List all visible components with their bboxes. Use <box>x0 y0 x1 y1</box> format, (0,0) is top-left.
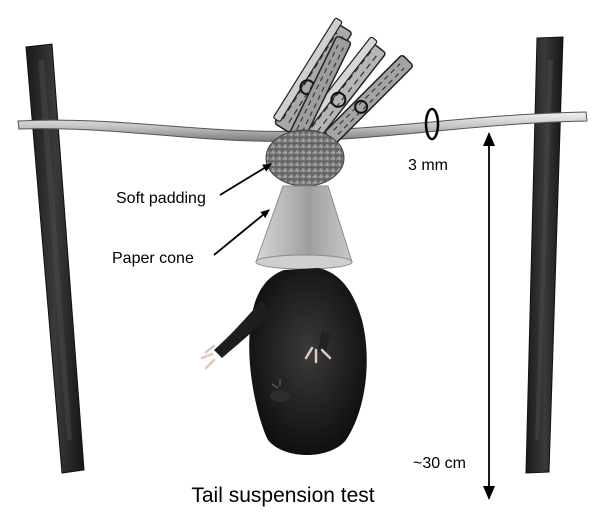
bar-diameter-label: 3 mm <box>408 157 448 174</box>
paper-cone-arrow <box>213 209 270 256</box>
height-label: ~30 cm <box>413 455 466 472</box>
paper-cone <box>255 185 353 270</box>
paper-cone-label: Paper cone <box>112 250 194 267</box>
figure-title: Tail suspension test <box>191 484 375 507</box>
left-post <box>25 43 85 474</box>
right-post <box>525 36 564 474</box>
suspension-bar <box>17 111 588 142</box>
clothespin-clips <box>273 17 413 144</box>
height-dimension-arrow <box>483 132 495 500</box>
soft-padding-label: Soft padding <box>116 190 206 207</box>
soft-padding-arrow <box>219 163 272 196</box>
bar-diameter-ring <box>424 107 440 141</box>
soft-padding-ball <box>265 129 345 187</box>
mouse <box>200 268 367 455</box>
